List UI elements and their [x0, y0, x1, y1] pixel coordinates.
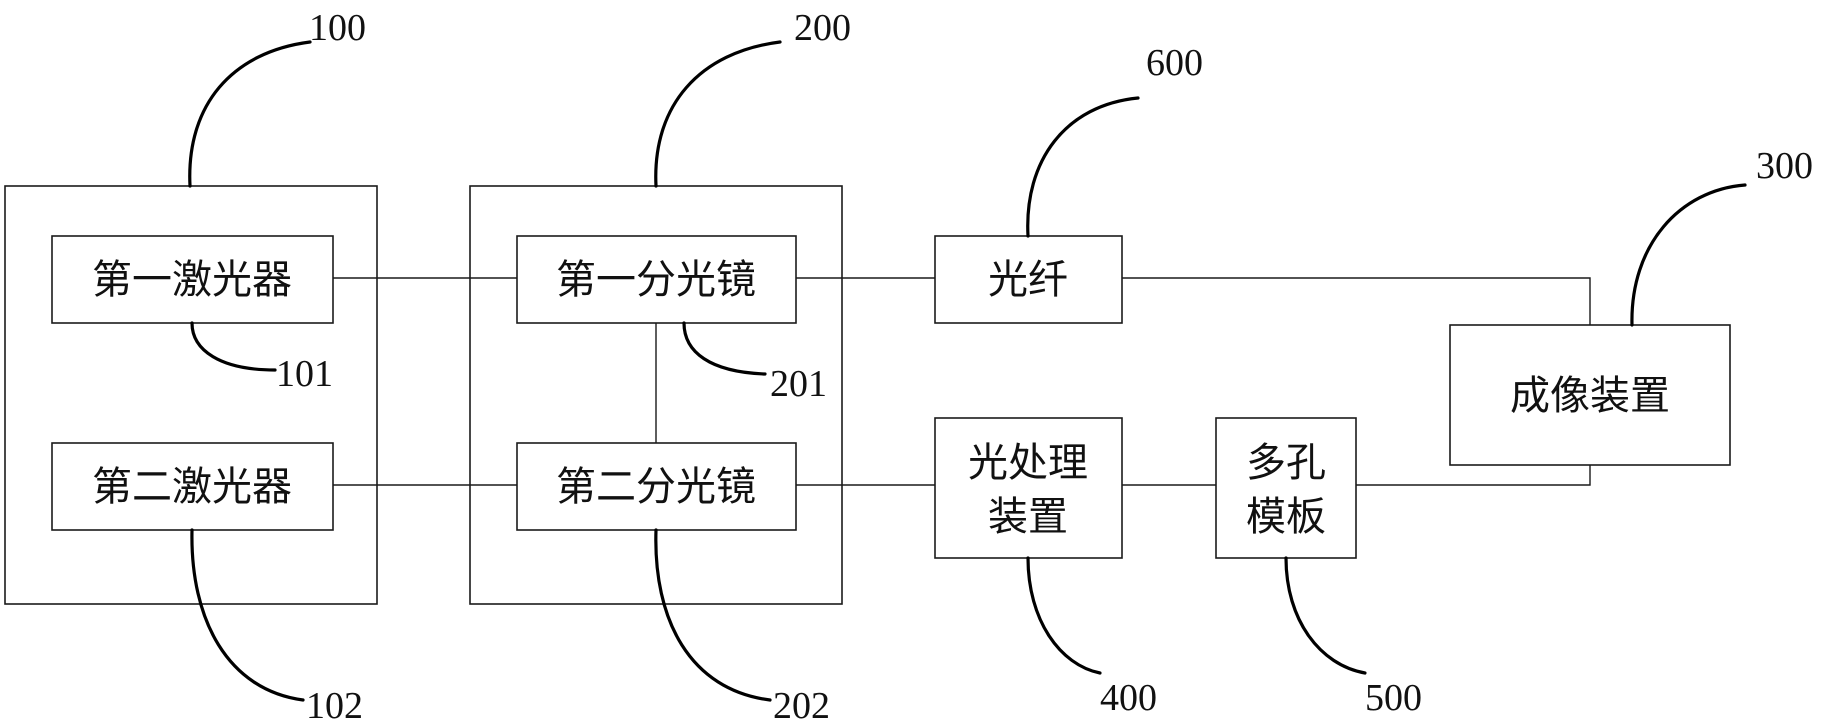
ref-101: 101 [276, 353, 333, 395]
ref-201: 201 [770, 363, 827, 405]
leader-400 [1028, 558, 1100, 673]
light-processor-label-line2: 装置 [988, 494, 1068, 540]
leader-101 [192, 323, 275, 370]
leader-300 [1632, 185, 1745, 325]
leader-201 [684, 323, 765, 374]
laser-1-label: 第一激光器 [92, 257, 292, 303]
wire-template-imaging [1356, 465, 1590, 485]
ref-400: 400 [1100, 677, 1157, 719]
ref-102: 102 [306, 685, 363, 727]
ref-202: 202 [773, 685, 830, 727]
leader-600 [1028, 98, 1138, 236]
leader-100 [190, 42, 310, 186]
splitter-1-label: 第一分光镜 [556, 257, 756, 303]
ref-300: 300 [1756, 145, 1813, 187]
leader-500 [1286, 558, 1365, 673]
porous-template-label-line2: 模板 [1246, 494, 1326, 540]
splitter-2-label: 第二分光镜 [556, 464, 756, 510]
ref-100: 100 [309, 7, 366, 49]
leader-102 [192, 530, 303, 700]
ref-200: 200 [794, 7, 851, 49]
laser-2-label: 第二激光器 [92, 464, 292, 510]
wire-fiber-imaging [1122, 278, 1590, 325]
fiber-label: 光纤 [988, 257, 1068, 303]
porous-template-label-line1: 多孔 [1246, 440, 1326, 486]
ref-500: 500 [1365, 677, 1422, 719]
imaging-device-label: 成像装置 [1510, 373, 1670, 419]
leader-200 [656, 42, 780, 186]
light-processor-label-line1: 光处理 [968, 440, 1088, 486]
ref-600: 600 [1146, 42, 1203, 84]
leader-202 [656, 530, 770, 700]
